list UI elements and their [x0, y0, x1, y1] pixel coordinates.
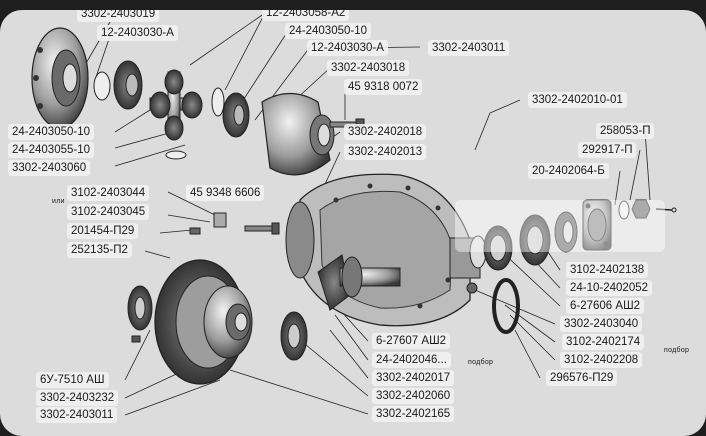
label-3302-2402060: 3302-2402060	[372, 388, 455, 404]
diagram-card: 3302-2403019 12-2403030-А 12-2403058-А2 …	[0, 10, 706, 436]
side-gear-right	[222, 92, 250, 138]
leader-lines	[84, 12, 651, 416]
label-252135-p2: 252135-П2	[67, 242, 132, 258]
thrust-washer-left	[93, 71, 111, 101]
label-3302-2403232: 3302-2403232	[36, 390, 119, 406]
label-296576-p29: 296576-П29	[546, 370, 618, 386]
label-12-2403030-a-top: 12-2403030-А	[97, 25, 178, 41]
label-podbor-center: подбор	[468, 359, 494, 366]
thrust-washer-right	[211, 87, 225, 117]
label-3302-2402017: 3302-2402017	[372, 370, 455, 386]
diff-bearing-right	[280, 311, 308, 361]
label-201454-p29: 201454-П29	[67, 223, 139, 239]
ring-gear-bolt	[131, 335, 141, 343]
label-24-2403050-10-top: 24-2403050-10	[285, 23, 372, 39]
carrier-half-left	[31, 27, 89, 129]
axle-housing	[285, 173, 481, 327]
label-3102-2403044: 3102-2403044	[67, 185, 150, 201]
label-20-2402064-b: 20-2402064-Б	[528, 163, 609, 179]
lock-plate	[213, 212, 227, 228]
label-258053-p: 258053-П	[596, 123, 655, 139]
flange-nut	[631, 199, 651, 219]
label-3102-2402138: 3102-2402138	[566, 262, 649, 278]
side-gear-left	[113, 60, 143, 110]
label-45-9318-0072: 45 9318 0072	[344, 79, 423, 95]
label-24-2402046: 24-2402046...	[372, 352, 451, 368]
pinion-bearing-outer	[519, 214, 551, 266]
oil-seal	[554, 211, 578, 253]
label-6-27606-ash2: 6-27606 АШ2	[566, 298, 645, 314]
label-24-2403055-10: 24-2403055-10	[8, 142, 95, 158]
label-ili: или	[52, 198, 65, 205]
drive-flange	[582, 199, 612, 251]
shim-ring	[492, 278, 520, 334]
pinion-washer	[165, 150, 187, 160]
label-6u-7510-ash: 6У-7510 АШ	[36, 372, 109, 388]
label-3102-2403045: 3102-2403045	[67, 204, 150, 220]
flange-washer	[618, 200, 630, 220]
label-3302-2403019: 3302-2403019	[77, 10, 160, 22]
spider-cross	[149, 69, 203, 141]
pinion-bearing-inner	[483, 225, 513, 271]
drain-plug	[466, 282, 478, 294]
diff-bearing-left	[127, 285, 153, 331]
label-3302-2403040: 3302-2403040	[560, 316, 643, 332]
housing-bolt	[244, 222, 280, 235]
label-3302-2402010-01: 3302-2402010-01	[528, 92, 627, 108]
label-45-9348-6606: 45 9348 6606	[186, 185, 265, 201]
label-3102-2402208: 3102-2402208	[560, 352, 643, 368]
carrier-half-right	[261, 92, 335, 176]
differential-case	[203, 285, 253, 359]
label-3302-2402018: 3302-2402018	[344, 124, 427, 140]
label-3302-2402165: 3302-2402165	[372, 406, 455, 422]
label-12-2403030-a-mid: 12-2403030-А	[307, 40, 388, 56]
label-12-2403058-a2: 12-2403058-А2	[262, 10, 350, 21]
label-24-10-2402052: 24-10-2402052	[566, 280, 653, 296]
label-24-2403050-10-left: 24-2403050-10	[8, 124, 95, 140]
cotter-pin	[655, 207, 677, 213]
label-292917-p: 292917-П	[578, 142, 637, 158]
label-podbor-right: подбор	[664, 347, 690, 354]
highlight-band-right	[455, 200, 665, 252]
label-3302-2402013: 3302-2402013	[344, 144, 427, 160]
drive-pinion	[317, 254, 401, 311]
label-3302-2403060: 3302-2403060	[8, 160, 91, 176]
label-3302-2403018: 3302-2403018	[327, 60, 410, 76]
exploded-drawing	[31, 12, 677, 416]
label-3302-2403011-bottom: 3302-2403011	[36, 407, 118, 423]
label-6-27607-ash2: 6-27607 АШ2	[372, 333, 451, 349]
label-3102-2402174: 3102-2402174	[562, 334, 645, 350]
label-3302-2403011-top: 3302-2403011	[428, 40, 510, 56]
small-bolt	[189, 227, 201, 235]
